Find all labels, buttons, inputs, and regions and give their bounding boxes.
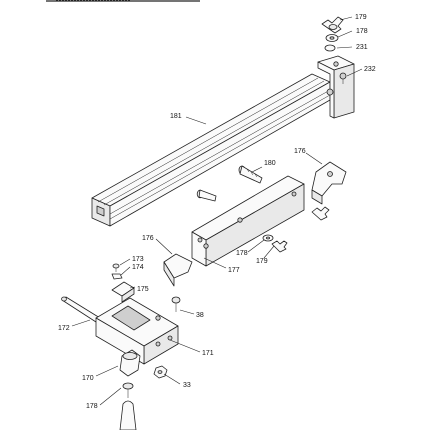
callout-231: 231 bbox=[356, 44, 368, 51]
end-bracket-part bbox=[317, 55, 355, 119]
callout-38: 38 bbox=[196, 312, 204, 319]
rail-part bbox=[91, 73, 331, 227]
hook-bracket-left-part bbox=[163, 253, 193, 287]
callout-177: 177 bbox=[228, 267, 240, 274]
callout-175: 175 bbox=[137, 286, 149, 293]
wing-nut-middle-part bbox=[271, 240, 288, 253]
callout-173: 173 bbox=[132, 256, 144, 263]
nut-33-part bbox=[153, 365, 168, 379]
callout-181: 181 bbox=[170, 113, 182, 120]
callout-178-bottom: 178 bbox=[86, 403, 98, 410]
rod-part bbox=[61, 296, 101, 323]
base-block-part bbox=[95, 297, 179, 365]
header-rule bbox=[46, 0, 200, 2]
small-screw-part bbox=[112, 263, 120, 272]
bolt-part bbox=[196, 189, 217, 202]
callout-232: 232 bbox=[364, 66, 376, 73]
square-tube-part bbox=[191, 175, 305, 267]
foot-knob-part bbox=[119, 382, 137, 430]
callout-179-middle: 179 bbox=[256, 258, 268, 265]
small-nut-part bbox=[111, 273, 123, 280]
washer-part bbox=[324, 34, 339, 52]
screw-part bbox=[238, 165, 263, 184]
callout-171: 171 bbox=[202, 350, 214, 357]
washer-middle-part bbox=[262, 234, 274, 242]
callout-33: 33 bbox=[183, 382, 191, 389]
callout-178-top: 178 bbox=[356, 28, 368, 35]
callout-174: 174 bbox=[132, 264, 144, 271]
callout-176-right: 176 bbox=[294, 148, 306, 155]
callout-176-left: 176 bbox=[142, 235, 154, 242]
callout-172: 172 bbox=[58, 325, 70, 332]
leader-lines bbox=[71, 16, 363, 406]
callout-170: 170 bbox=[82, 375, 94, 382]
callout-180: 180 bbox=[264, 160, 276, 167]
screw-38-part bbox=[171, 296, 181, 312]
callout-178-middle: 178 bbox=[236, 250, 248, 257]
wing-nut-right-part bbox=[311, 206, 330, 221]
wing-nut-part bbox=[321, 16, 344, 34]
callout-179-top: 179 bbox=[355, 14, 367, 21]
hook-bracket-right-part bbox=[311, 161, 347, 205]
clamp-piece-part bbox=[111, 281, 135, 303]
callout-labels: 179 178 231 232 181 180 176 176 178 179 … bbox=[58, 14, 376, 410]
knob-holder-part bbox=[119, 349, 141, 377]
